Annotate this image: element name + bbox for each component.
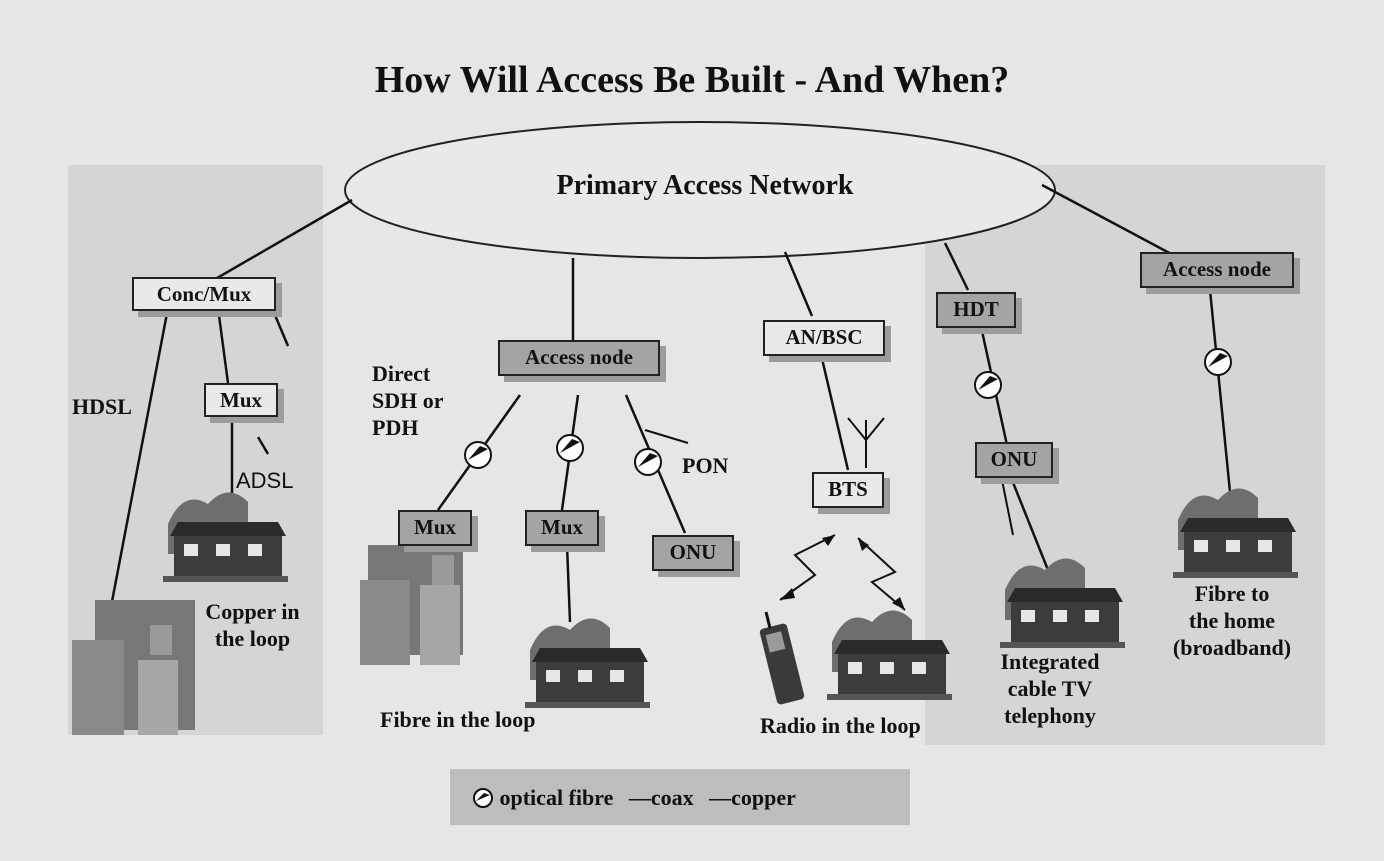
ftth-label: Fibre to the home (broadband) xyxy=(1152,580,1312,661)
access-node-center: Access node xyxy=(498,340,660,376)
link-ellipse-anbsc xyxy=(783,251,814,317)
cable-line-2: cable TV xyxy=(1007,676,1093,701)
onu-right-node: ONU xyxy=(975,442,1053,478)
link-onu-cable-house xyxy=(1010,479,1054,581)
radio-link-icon-left xyxy=(779,534,836,601)
optical-fibre-icon xyxy=(473,788,493,808)
legend-copper: —copper xyxy=(709,785,796,810)
house-icon xyxy=(525,618,650,708)
hdt-node: HDT xyxy=(936,292,1016,328)
cable-line-1: Integrated xyxy=(1000,649,1100,674)
cable-tv-label: Integrated cable TV telephony xyxy=(975,648,1125,729)
link-ellipse-hdt xyxy=(943,242,970,291)
link-ellipse-concmux xyxy=(204,198,353,287)
antenna-icon xyxy=(847,417,885,468)
optical-fibre-icon xyxy=(974,371,1002,399)
legend-coax: —coax xyxy=(628,785,694,810)
house-icon xyxy=(163,492,288,582)
copper-line-1: Copper in xyxy=(205,599,300,624)
ftth-line-2: the home xyxy=(1188,608,1276,633)
bts-node: BTS xyxy=(812,472,884,508)
link-pon-splitter xyxy=(644,429,689,444)
legend: optical fibre —coax —copper xyxy=(472,785,806,811)
direct-line-2: SDH or xyxy=(372,388,444,413)
radio-link-icon-right xyxy=(857,537,906,611)
pon-label: PON xyxy=(682,453,729,478)
legend-optical-fibre: optical fibre xyxy=(499,785,614,810)
adsl-label: ADSL xyxy=(236,468,294,493)
house-icon xyxy=(163,488,1298,708)
link-concmux-hdsl xyxy=(108,307,170,613)
optical-fibre-icon xyxy=(1204,348,1232,376)
optical-fibre-icon xyxy=(634,448,662,476)
mux-left-node: Mux xyxy=(398,510,472,546)
direct-sdh-pdh-label: Direct SDH or PDH xyxy=(372,360,444,441)
conc-mux-node: Conc/Mux xyxy=(132,277,276,311)
direct-line-1: Direct xyxy=(372,361,431,386)
link-mux-stub xyxy=(256,436,270,455)
cable-line-3: telephony xyxy=(1004,703,1096,728)
an-bsc-node: AN/BSC xyxy=(763,320,885,356)
link-anbsc-bts xyxy=(818,349,850,471)
optical-fibre-icon xyxy=(464,441,492,469)
page-title: How Will Access Be Built - And When? xyxy=(374,59,1010,101)
primary-network-label: Primary Access Network xyxy=(556,170,854,201)
office-buildings-icon-left xyxy=(72,600,195,735)
optical-fibre-icon xyxy=(464,348,1232,476)
hdsl-label: HDSL xyxy=(72,394,132,419)
link-mux-mid-house xyxy=(565,544,572,623)
link-onu-cable-stub xyxy=(1001,479,1014,536)
mux-mid-node: Mux xyxy=(525,510,599,546)
link-accessnode-right-house xyxy=(1208,289,1232,493)
copper-loop-label: Copper in the loop xyxy=(180,598,325,652)
mobile-phone-icon xyxy=(759,611,805,705)
ftth-line-1: Fibre to xyxy=(1194,581,1270,606)
access-node-right: Access node xyxy=(1140,252,1294,288)
link-ellipse-accessnode-right xyxy=(1041,183,1176,258)
office-buildings-icon-center xyxy=(360,545,463,665)
copper-line-2: the loop xyxy=(214,626,291,651)
primary-network-ellipse xyxy=(344,121,1056,259)
optical-fibre-icon xyxy=(556,434,584,462)
link-concmux-stub xyxy=(270,307,290,347)
house-icon xyxy=(1000,558,1125,648)
ftth-line-3: (broadband) xyxy=(1172,635,1292,660)
mux-copper-node: Mux xyxy=(204,383,278,417)
house-icon xyxy=(827,610,952,700)
fibre-loop-label: Fibre in the loop xyxy=(380,707,536,732)
legend-box xyxy=(450,769,910,825)
onu-center-node: ONU xyxy=(652,535,734,571)
house-icon xyxy=(1173,488,1298,578)
radio-loop-label: Radio in the loop xyxy=(760,713,921,738)
link-concmux-mux xyxy=(216,307,230,384)
direct-line-3: PDH xyxy=(372,415,419,440)
